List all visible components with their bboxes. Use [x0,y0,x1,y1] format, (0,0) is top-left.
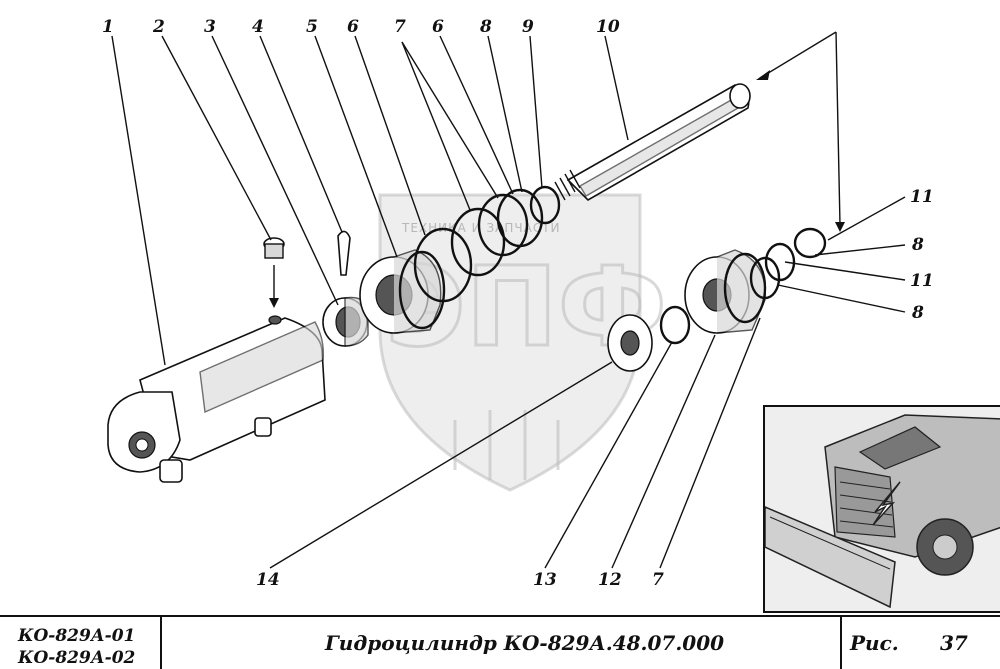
seal-ring-8c [749,256,781,300]
callout-13: 13 [533,570,557,590]
model-cell: КО-829А-01 КО-829А-02 [0,617,162,669]
callout-7b: 7 [652,570,664,590]
seal-ring-7a [450,207,506,277]
part-14-washer [607,314,653,372]
watermark-wheat-icon [453,410,560,480]
part-10-piston-rod [554,83,751,201]
truck-plow-illustration [765,407,1000,611]
callout-5: 5 [306,17,318,37]
callout-4: 4 [252,17,264,37]
seal-ring-11a [793,227,827,259]
location-inset [763,405,1000,613]
callout-2: 2 [152,17,165,37]
seal-ring-6a [413,227,473,303]
leader-lines [111,35,906,569]
figure-label: Рис. [850,631,899,655]
rod-thread [554,169,581,201]
figure-number: 37 [940,631,968,655]
location-arrow-icon [872,481,901,526]
callout-9: 9 [522,17,534,37]
part-12-piston [684,249,767,334]
title-block: КО-829А-01 КО-829А-02 Гидроцилиндр КО-82… [0,615,1000,669]
callout-10: 10 [596,17,620,37]
drawing-title: Гидроцилиндр КО-829А.48.07.000 [325,631,725,655]
seal-ring-9 [529,185,561,225]
rings-group-right [749,227,827,300]
figure-cell: Рис. 37 [840,617,1000,669]
part-2-fitting [263,237,285,308]
callout-labels: 1 2 3 4 5 6 7 6 8 9 10 11 8 11 8 14 13 1… [102,17,934,590]
callout-11a: 11 [910,187,934,207]
callout-8b: 8 [911,235,924,255]
seal-ring-6b [496,188,544,248]
seal-ring-11b [764,242,796,282]
callout-14: 14 [256,570,280,590]
callout-6a: 6 [347,17,359,37]
part-13-ring [659,305,691,345]
part-1-cylinder-body [107,315,326,483]
model-code-1: КО-829А-01 [18,626,136,646]
callout-6b: 6 [432,17,444,37]
callout-3: 3 [204,17,216,37]
callout-8a: 8 [479,17,492,37]
part-5-cylinder-head [359,249,446,334]
model-code-2: КО-829А-02 [18,648,136,668]
callout-11b: 11 [910,271,934,291]
callout-12: 12 [598,570,622,590]
rings-group-left [413,185,561,303]
callout-1: 1 [102,17,114,37]
callout-7a: 7 [394,17,406,37]
callout-8c: 8 [911,303,924,323]
seal-ring-7b [477,193,529,257]
title-cell: Гидроцилиндр КО-829А.48.07.000 [160,617,842,669]
assembly-arrow [756,31,845,232]
part-4-cotter-pin [337,230,351,276]
